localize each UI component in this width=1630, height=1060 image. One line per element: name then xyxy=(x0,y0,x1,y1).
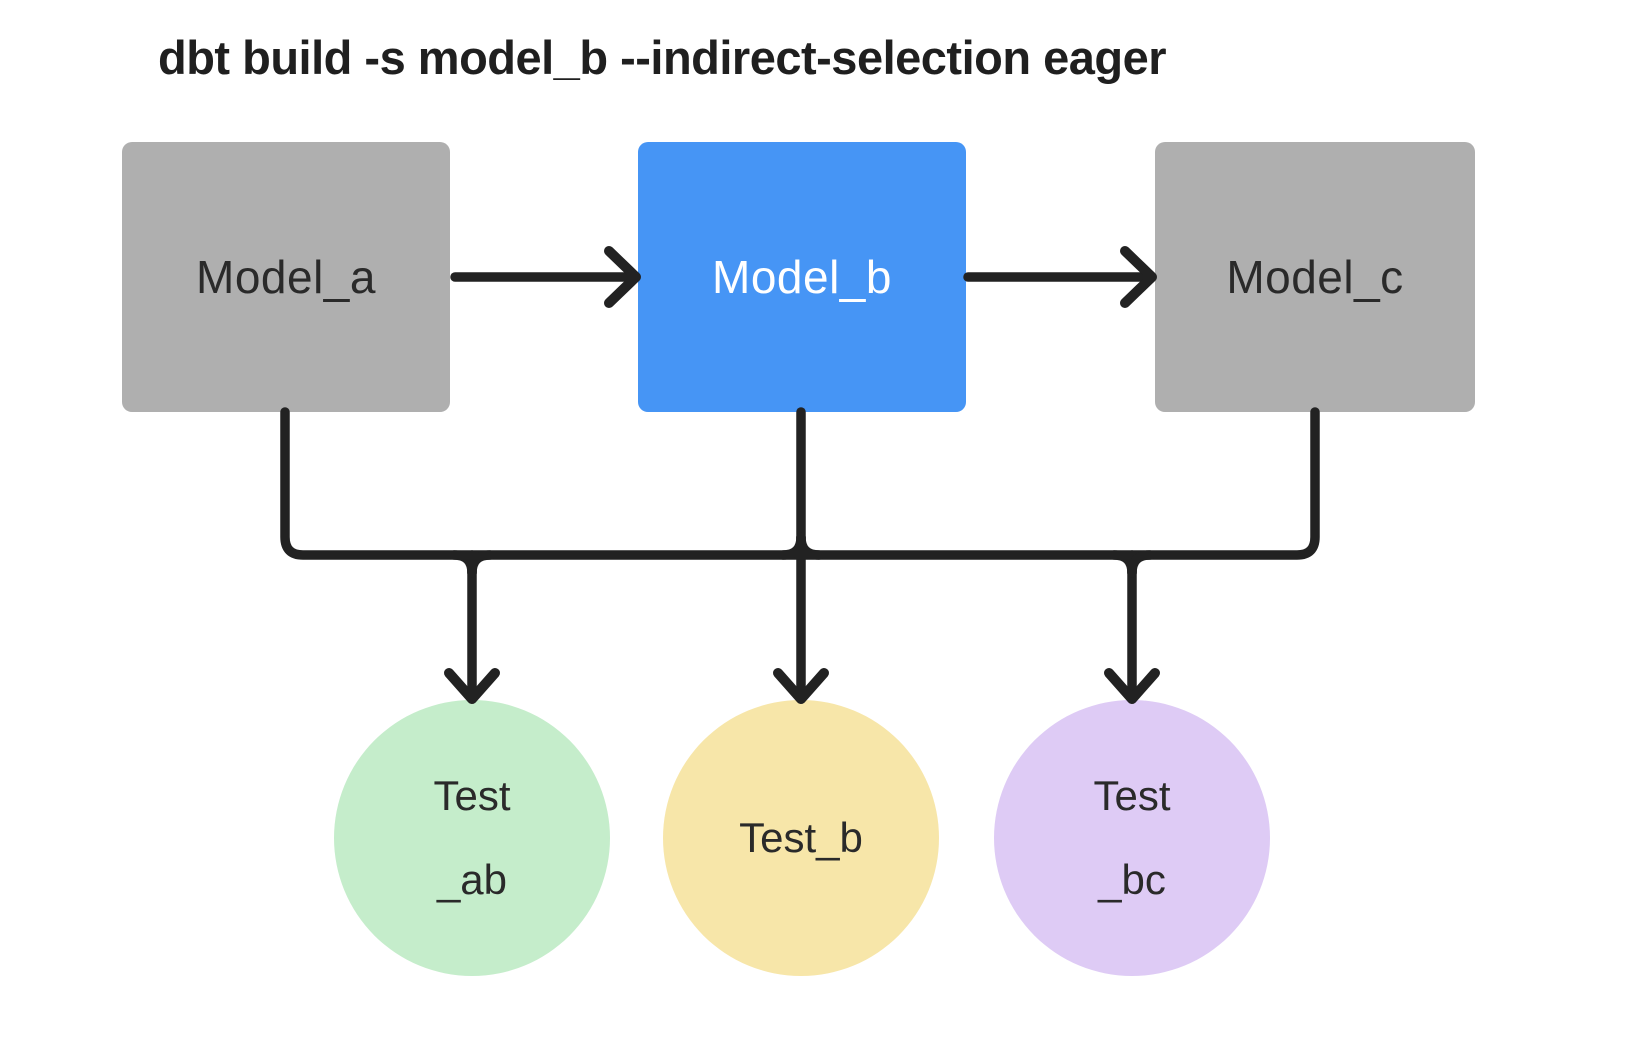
arrowhead-into-test-b-icon xyxy=(773,668,829,704)
command-title: dbt build -s model_b --indirect-selectio… xyxy=(158,31,1167,84)
test-b-label: Test_b xyxy=(739,814,863,861)
test-bc-label-line1: Test xyxy=(1093,772,1171,819)
model-c-label: Model_c xyxy=(1226,251,1404,303)
edge-bus xyxy=(280,407,1320,560)
fillet-test-bc-left xyxy=(1109,550,1137,578)
model-a-label: Model_a xyxy=(196,251,376,303)
arrowhead-into-test-ab-icon xyxy=(444,668,500,704)
model-c-node: Model_c xyxy=(1155,142,1475,412)
fillet-model-b-right xyxy=(796,532,824,560)
test-b-node: Test_b xyxy=(663,700,939,976)
test-ab-label-line1: Test xyxy=(433,772,511,819)
model-b-node-selected: Model_b xyxy=(638,142,966,412)
fillet-test-bc-right xyxy=(1127,550,1155,578)
fillet-test-ab-right xyxy=(467,550,495,578)
fillet-test-ab-left xyxy=(449,550,477,578)
test-bc-node: Test _bc xyxy=(994,700,1270,976)
model-b-label: Model_b xyxy=(712,251,892,303)
arrowhead-into-model-c-icon xyxy=(1120,246,1157,308)
model-a-node: Model_a xyxy=(122,142,450,412)
fillet-model-b-left xyxy=(778,532,806,560)
arrowhead-into-test-bc-icon xyxy=(1104,668,1160,704)
arrowhead-into-model-b-icon xyxy=(604,246,641,308)
test-ab-label-line2: _ab xyxy=(436,856,508,903)
test-ab-node: Test _ab xyxy=(334,700,610,976)
test-bc-label-line2: _bc xyxy=(1098,856,1166,903)
